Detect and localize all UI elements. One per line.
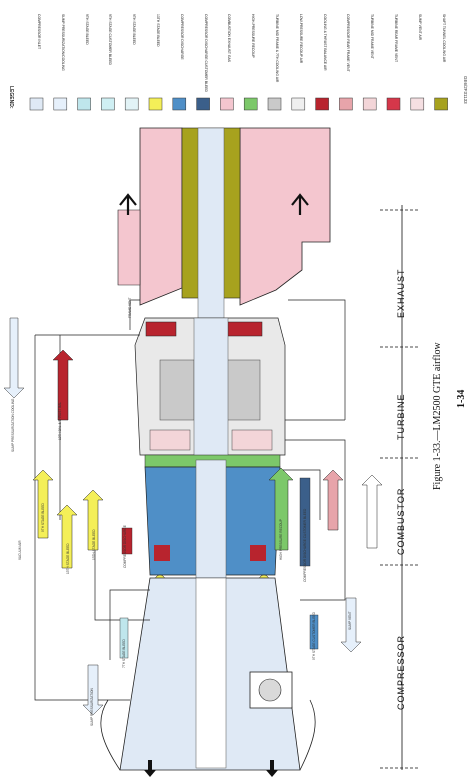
accessory-gearbox bbox=[249, 671, 293, 709]
legend-label: LOW-PRESSURE RECOUP AIR bbox=[298, 14, 303, 64]
legend-label: SHAFT TUNNEL COOLING AIR bbox=[441, 14, 446, 63]
legend-label: COMBUSTION EXHAUST GAS bbox=[227, 14, 232, 62]
callout-7th-stage-bleed: 7TH STAGE BLEED bbox=[122, 639, 126, 668]
legend-swatch bbox=[362, 97, 377, 111]
legend-label: HIGH-PRESSURE RECOUP bbox=[251, 14, 256, 58]
inlet-bellmouth-left bbox=[100, 699, 121, 771]
exhaust-flow-arrow-right bbox=[291, 193, 309, 215]
callout-9th-stage-bleed: 9TH STAGE BLEED bbox=[41, 503, 45, 532]
exhaust-flow-arrow-left bbox=[119, 193, 137, 215]
turbine-section bbox=[134, 317, 286, 459]
legend-label: COMPRESSOR REAR FRAME VENT bbox=[346, 14, 351, 72]
legend-swatch bbox=[434, 97, 448, 111]
exhaust-collector bbox=[117, 127, 331, 319]
legend-label: 9TH STAGE CUSTOMER BLEED bbox=[108, 14, 113, 65]
legend-swatch bbox=[386, 97, 401, 111]
stage9-bleed-arrow bbox=[32, 469, 54, 539]
legend-swatch bbox=[339, 97, 353, 111]
inlet-sump-arrow bbox=[82, 664, 104, 716]
legend-label: COMPRESSOR DISCHARGE bbox=[179, 14, 184, 60]
legend-label: TURBINE MID FRAME VENT bbox=[370, 14, 375, 59]
stage13-bleed-arrow-b bbox=[82, 489, 104, 551]
hp-recoup-arrow bbox=[268, 467, 294, 551]
sump-vent-white-arrow bbox=[361, 474, 383, 549]
cust-bleed-9-block bbox=[309, 614, 319, 650]
legend-label: 9TH STAGE BLEED bbox=[132, 14, 137, 45]
combustor-section bbox=[144, 454, 281, 586]
legend-label: 9TH STAGE BLEED bbox=[84, 14, 89, 45]
legend-swatch bbox=[315, 97, 329, 111]
callout-13th-stage-bleed: 13TH STAGE BLEED bbox=[66, 543, 70, 574]
legend-label: COMPRESSOR INLET bbox=[37, 14, 41, 50]
legend-swatch bbox=[101, 97, 115, 111]
section-turbine: TURBINE bbox=[396, 393, 406, 440]
rear-frame-vent-arrow bbox=[322, 469, 344, 531]
thrust-balance-arrow bbox=[52, 349, 74, 421]
legend-swatch bbox=[196, 97, 210, 111]
page-number: 1-34 bbox=[456, 389, 467, 408]
inlet-arrow-right bbox=[266, 760, 278, 777]
legend-swatch bbox=[77, 97, 91, 111]
callout-vacuum-air: VACUUM AIR bbox=[18, 540, 22, 560]
legend-swatch bbox=[172, 97, 187, 111]
legend-label: COOLING & THRUST BALANCE AIR bbox=[322, 14, 327, 71]
legend-swatch bbox=[53, 97, 68, 111]
legend-swatch bbox=[243, 97, 258, 111]
inlet-bellmouth-right bbox=[299, 699, 316, 771]
callout-cust-bleed: COMPRESSOR DISCHARGE CUSTOMER BLEED bbox=[303, 508, 307, 582]
callout-thrust-balance: 13TH BAL & THRUST BAL bbox=[58, 401, 62, 440]
legend-label: TURBINE MID FRAME & 7TH COOLING AIR bbox=[275, 14, 279, 83]
section-compressor: COMPRESSOR bbox=[396, 634, 406, 710]
exhaust-centerbody bbox=[197, 127, 225, 319]
callout-comp-discharge: COMPRESSOR DISCHARGE bbox=[123, 525, 127, 568]
cust-bleed-arrow bbox=[299, 477, 311, 567]
section-exhaust: EXHAUST bbox=[396, 268, 406, 318]
exhaust-housing-upper bbox=[139, 127, 183, 306]
legend-label: SUMP PRESSURIZATION/COOLING bbox=[60, 14, 65, 71]
callout-sump-pressurization-cooling: SUMP PRESSURIZATION COOLING bbox=[11, 398, 15, 452]
callout-hp-recoup: HIGH PRESSURE RECOUP bbox=[279, 519, 283, 560]
section-dimension-line bbox=[380, 205, 420, 770]
exhaust-upper-strut bbox=[117, 209, 141, 286]
turbine-rear-frame-vent bbox=[145, 321, 177, 337]
figure-caption: Figure 1-33.—LM2500 GTE airflow bbox=[432, 342, 443, 490]
section-combustor: COMBUSTOR bbox=[396, 487, 406, 555]
callout-frame-vent: FRAME VENT bbox=[128, 297, 132, 318]
stage7-bleed-block bbox=[119, 617, 129, 659]
legend-label: COMPRESSOR DISCHARGE CUSTOMER BLEED bbox=[203, 14, 208, 92]
legend-label: TURBINE REAR FRAME VENT bbox=[394, 14, 398, 63]
legend-swatch bbox=[29, 97, 44, 111]
legend-swatch bbox=[267, 97, 282, 111]
callout-sump-vent: SUMP VENT bbox=[348, 611, 352, 630]
legend-label: SUMP VENT AIR bbox=[417, 14, 422, 41]
legend-swatch bbox=[220, 97, 234, 111]
duct-network bbox=[34, 299, 346, 701]
legend-swatch bbox=[291, 97, 306, 111]
inlet-arrow-left bbox=[144, 760, 156, 777]
figure-ref-code: GE6/2F31133 bbox=[463, 76, 468, 104]
flow-arrows bbox=[3, 317, 383, 777]
legend-swatches bbox=[29, 97, 448, 111]
legend-swatch bbox=[148, 97, 163, 111]
compressor-section bbox=[100, 577, 316, 771]
stage13-bleed-arrow-a bbox=[56, 504, 78, 569]
sump-vent-low-arrow bbox=[340, 597, 362, 653]
legend-swatch bbox=[410, 97, 425, 111]
callout-9th-customer-bleed: 9TH STAGE CUSTOMER BLEED bbox=[312, 612, 316, 660]
sump-pressurization-cooling-arrow bbox=[3, 317, 25, 399]
exhaust-housing-lower bbox=[239, 127, 331, 306]
legend-swatch bbox=[124, 97, 139, 111]
legend-label: 13TH STAGE BLEED bbox=[156, 14, 160, 47]
legend-title: LEGEND: bbox=[8, 86, 14, 109]
comp-discharge-block bbox=[121, 527, 133, 555]
callout-13th-stage-bleed-b: 13TH STAGE BLEED bbox=[92, 529, 96, 560]
callout-sump-pressurization: SUMP PRESSURIZATION bbox=[90, 688, 94, 726]
